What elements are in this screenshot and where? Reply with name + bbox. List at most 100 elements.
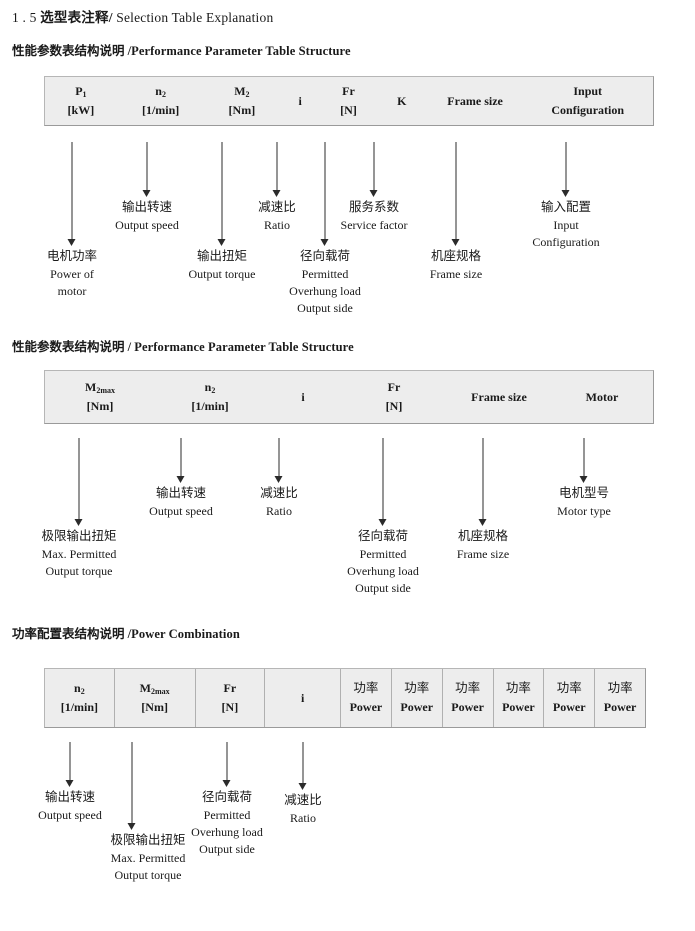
table3-col-power-1-cn: 功率: [353, 681, 379, 696]
table3-col-power-6-en: Power: [603, 700, 637, 715]
annotation-output-speed-3: 输出转速 Output speed: [38, 789, 102, 824]
table3-col-power-4-en: Power: [502, 700, 535, 715]
table3-col-fr-symbol: Fr: [223, 681, 237, 696]
annotation-input-configuration: 输入配置 Input Configuration: [532, 199, 599, 251]
page-title: 1 . 5 选型表注释/ Selection Table Explanation: [12, 6, 273, 26]
section-heading-performance-parameter-1: 性能参数表结构说明 /Performance Parameter Table S…: [12, 40, 351, 59]
table1-col-p1-symbol: P1: [75, 84, 87, 100]
table1-col-n2-unit: [1/min]: [141, 103, 180, 117]
annotation-max-torque-en-2: Output torque: [45, 563, 113, 578]
table3-col-n2-symbol: n2: [74, 681, 85, 697]
table3-col-power-6: 功率 Power: [594, 669, 645, 727]
table3-col-power-3-cn: 功率: [455, 681, 481, 696]
annotation-frame-size-2: 机座规格 Frame size: [457, 528, 509, 563]
section3-heading-separator: /: [127, 627, 132, 641]
table2-col-fr-unit: [N]: [385, 399, 403, 413]
table1-col-k: K: [376, 77, 428, 125]
table3-col-power-3: 功率 Power: [441, 669, 493, 727]
table1-col-m2-symbol: M2: [234, 84, 250, 100]
arrow-output-torque: [217, 142, 228, 246]
table2-col-n2-symbol: n2: [204, 380, 216, 396]
arrow-output-speed-2: [176, 438, 187, 483]
arrow-service-factor: [369, 142, 380, 197]
table2-col-m2max: M2max [Nm]: [45, 371, 155, 423]
table2-col-m2max-unit: [Nm]: [86, 399, 114, 413]
table3-col-power-6-cn: 功率: [607, 681, 633, 696]
arrow-output-speed: [142, 142, 153, 197]
performance-parameter-table-2: M2max [Nm] n2 [1/min] i Fr [N] Frame siz…: [44, 370, 654, 424]
arrow-motor-type-2: [579, 438, 590, 483]
table3-col-fr: Fr [N]: [194, 669, 265, 727]
annotation-overhung-load: 径向载荷 Permitted Overhung load Output side: [289, 248, 361, 317]
arrow-frame-size: [451, 142, 462, 246]
table1-col-m2: M2 [Nm]: [204, 77, 279, 125]
annotation-overhung-load-en-1: Permitted: [301, 266, 349, 281]
table1-col-p1-unit: [kW]: [67, 103, 95, 117]
table2-col-fr-symbol: Fr: [387, 380, 401, 395]
annotation-ratio-en-1: Ratio: [263, 217, 290, 232]
table3-col-power-1: 功率 Power: [340, 669, 391, 727]
table1-col-input-configuration-line1: Input: [573, 84, 603, 99]
table2-col-n2-unit: [1/min]: [191, 399, 229, 413]
annotation-max-permitted-output-torque-3: 极限输出扭矩 Max. Permitted Output torque: [110, 832, 185, 884]
table2-col-motor: Motor: [551, 371, 653, 423]
annotation-max-permitted-output-torque-2: 极限输出扭矩 Max. Permitted Output torque: [41, 528, 116, 580]
table3-col-power-2-en: Power: [400, 700, 434, 715]
annotation-max-torque-3-en-2: Output torque: [114, 867, 182, 882]
table3-col-m2max: M2max [Nm]: [113, 669, 195, 727]
annotation-overhung-load-3-cn: 径向载荷: [201, 790, 252, 804]
annotation-motor-type-cn: 电机型号: [558, 486, 610, 500]
section3-heading-english: Power Combination: [131, 627, 240, 641]
annotation-ratio-2-en-1: Ratio: [265, 503, 292, 518]
table1-col-fr-symbol: Fr: [342, 84, 355, 99]
annotation-motor-type-2: 电机型号 Motor type: [557, 485, 611, 520]
annotation-frame-size-2-cn: 机座规格: [457, 529, 508, 543]
annotation-frame-size: 机座规格 Frame size: [430, 248, 482, 283]
annotation-output-torque-en-1: Output torque: [188, 266, 256, 281]
table3-col-power-5-cn: 功率: [556, 681, 582, 696]
annotation-input-configuration-cn: 输入配置: [540, 200, 592, 214]
table3-col-power-4-cn: 功率: [505, 681, 531, 696]
annotation-output-speed-3-cn: 输出转速: [44, 790, 95, 804]
annotation-input-configuration-en-2: Configuration: [532, 234, 600, 249]
section-heading-separator: /: [127, 44, 132, 58]
table2-col-i-symbol: i: [301, 389, 305, 404]
table3-col-power-3-en: Power: [451, 700, 484, 715]
annotation-output-speed: 输出转速 Output speed: [115, 199, 179, 234]
page-title-separator: /: [108, 10, 113, 25]
annotation-overhung-load-2: 径向载荷 Permitted Overhung load Output side: [347, 528, 419, 597]
table2-col-i: i: [265, 371, 341, 423]
table1-col-frame-size: Frame size: [428, 77, 523, 125]
annotation-output-speed-2-cn: 输出转速: [155, 486, 206, 500]
table3-col-power-5: 功率 Power: [543, 669, 594, 727]
arrow-frame-size-2: [478, 438, 489, 526]
table1-col-frame-size-label: Frame size: [447, 93, 503, 108]
table1-col-fr: Fr [N]: [321, 77, 376, 125]
annotation-overhung-load-en-3: Output side: [297, 300, 353, 315]
arrow-output-speed-3: [65, 742, 76, 787]
annotation-output-speed-en-1: Output speed: [115, 217, 179, 232]
annotation-overhung-load-2-en-1: Permitted: [359, 546, 407, 561]
page-title-english: Selection Table Explanation: [116, 10, 274, 25]
table1-col-i-symbol: i: [298, 93, 302, 108]
annotation-service-factor-en-1: Service factor: [340, 217, 408, 232]
annotation-ratio-2-cn: 减速比: [260, 486, 298, 500]
arrow-input-configuration: [561, 142, 572, 197]
arrow-ratio-2: [274, 438, 285, 483]
table1-col-input-configuration-line2: Configuration: [551, 103, 625, 117]
arrow-power-of-motor: [67, 142, 78, 246]
arrow-overhung-load: [320, 142, 331, 246]
annotation-power-of-motor-en-1: Power of: [50, 266, 94, 281]
annotation-max-torque-cn: 极限输出扭矩: [41, 529, 117, 543]
table2-col-frame-size-label: Frame size: [471, 389, 527, 404]
table3-col-i: i: [264, 669, 340, 727]
annotation-overhung-load-3-en-2: Overhung load: [191, 824, 263, 839]
annotation-overhung-load-2-en-3: Output side: [355, 580, 411, 595]
annotation-overhung-load-2-cn: 径向载荷: [357, 529, 408, 543]
annotation-input-configuration-en-1: Input: [553, 217, 579, 232]
table3-col-power-4: 功率 Power: [492, 669, 544, 727]
annotation-output-speed-cn: 输出转速: [121, 200, 172, 214]
section2-heading-chinese: 性能参数表结构说明: [12, 340, 125, 354]
annotation-output-speed-2-en-1: Output speed: [149, 503, 213, 518]
